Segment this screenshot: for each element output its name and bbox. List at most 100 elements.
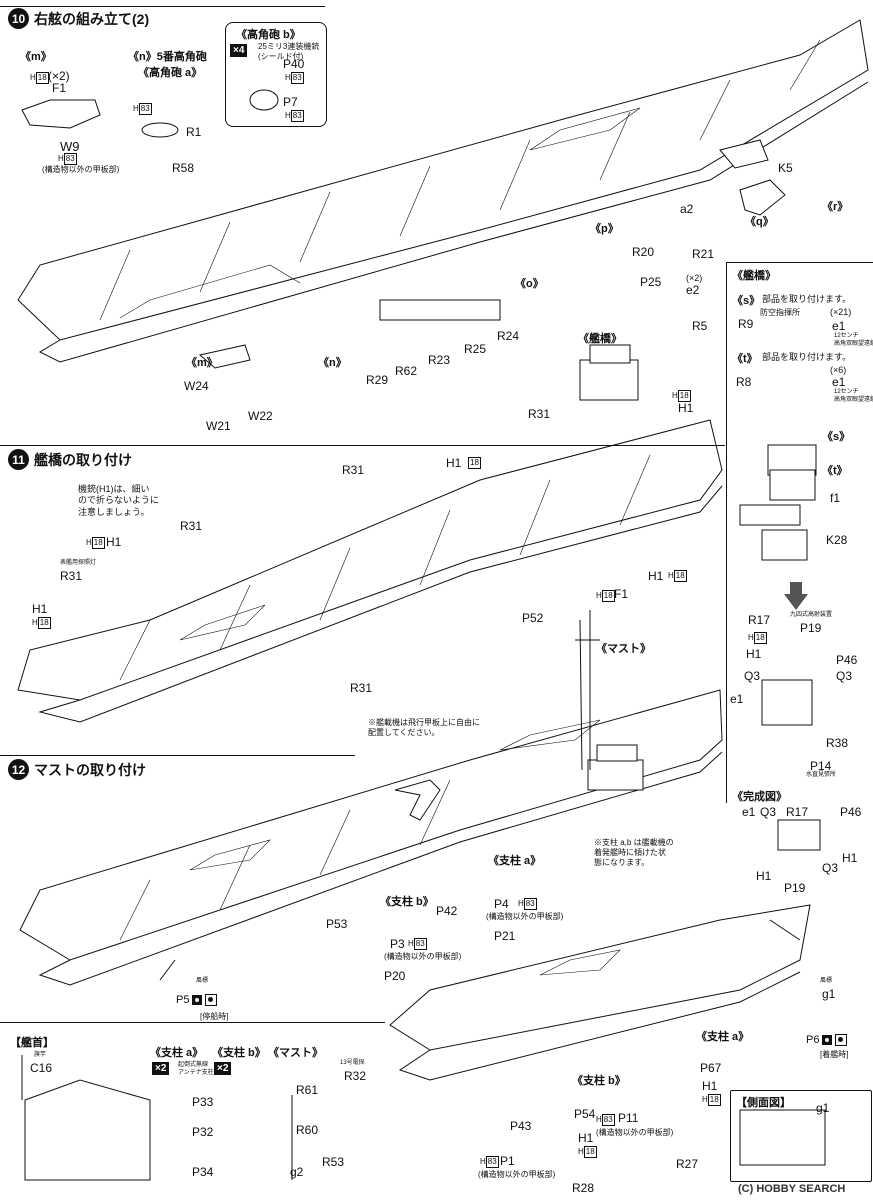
part-R8: R8	[736, 375, 752, 389]
r-tag: 《r》	[822, 201, 849, 213]
step-number: 12	[8, 759, 29, 780]
part-R1: R1	[186, 125, 202, 139]
part-R5: R5	[692, 319, 708, 333]
part-P3: P3	[390, 937, 405, 951]
part-F1-qty: (×2)	[48, 69, 70, 83]
part-R9: R9	[738, 317, 754, 331]
watermark-text: HOBBY SEARCH	[756, 1183, 846, 1195]
complete-Q3: Q3	[760, 805, 777, 819]
part-R31a: R31	[528, 407, 551, 421]
part-H1b-s12: H1	[578, 1131, 594, 1145]
part-P42: P42	[436, 904, 458, 918]
part-F1-s11: F1	[614, 587, 629, 601]
part-H1a: H1	[678, 401, 694, 415]
part-P67: P67	[700, 1061, 722, 1075]
deck-note: (構造物以外の甲板部)	[486, 912, 564, 921]
part-P20: P20	[384, 969, 406, 983]
step12-lower-flight-deck	[389, 904, 811, 1051]
deck-note-2: (構造物以外の甲板部)	[384, 952, 462, 961]
t-tag: 《t》	[732, 353, 758, 365]
pa-title: 《支柱 a》	[150, 1047, 204, 1059]
flag-b-note: [着艦時]	[820, 1050, 849, 1059]
side-title: 【側面図】	[736, 1097, 791, 1109]
part-R17: R17	[748, 613, 771, 627]
mast-title: 《マスト》	[268, 1047, 323, 1059]
part-R58: R58	[172, 161, 195, 175]
flag-note-2: 風標	[820, 978, 833, 984]
part-W24: W24	[184, 379, 209, 393]
flag-white-icon	[205, 994, 218, 1006]
part-P25: P25	[640, 275, 662, 289]
part-Q3a: Q3	[744, 669, 761, 683]
pillar-a2-tag: 《支柱 a》	[696, 1031, 750, 1043]
part-K5: K5	[778, 161, 793, 175]
part-K28: K28	[826, 533, 848, 547]
t2-tag: 《t》	[822, 465, 848, 477]
section-title: 右舷の組み立て(2)	[34, 10, 150, 27]
part-P53: P53	[326, 917, 348, 931]
part-P19: P19	[800, 621, 822, 635]
part-P33: P33	[192, 1095, 214, 1109]
part-f1: f1	[830, 491, 841, 505]
complete-Q3b: Q3	[822, 861, 839, 875]
side-view-box	[730, 1090, 872, 1182]
s-note: 防空指揮所	[760, 308, 800, 317]
part-R21: R21	[692, 247, 715, 261]
e1b-note: 12センチ 高角双眼望遠鏡	[834, 389, 873, 403]
part-g1: g1	[822, 987, 836, 1001]
section-title: 艦橋の取り付け	[34, 451, 132, 468]
bow-note: 旗竿	[34, 1052, 47, 1058]
part-P4: P4	[494, 897, 509, 911]
bridge-panel	[726, 262, 873, 803]
part-P11: P11	[618, 1111, 639, 1125]
part-R31f: R31	[350, 681, 373, 695]
w9-note: (構造物以外の甲板部)	[42, 165, 120, 174]
part-P34: P34	[192, 1165, 214, 1179]
pillar-a-tag: 《支柱 a》	[488, 855, 542, 867]
aircraft	[394, 779, 441, 821]
n2-tag: 《n》	[318, 357, 347, 369]
part-g2: g2	[290, 1165, 304, 1179]
part-P32: P32	[192, 1125, 214, 1139]
deck-note-4: (構造物以外の甲板部)	[478, 1170, 556, 1179]
flag-black-icon	[192, 995, 203, 1005]
part-e2-qty: (×2)	[686, 273, 703, 283]
part-e2: e2	[686, 283, 700, 297]
part-R31c: R31	[180, 519, 203, 533]
bow-title: 【艦首】	[10, 1037, 54, 1049]
part-R53: R53	[322, 1155, 345, 1169]
section-10-header: 10 右舷の組み立て(2)	[8, 8, 149, 29]
part-H1b: H1	[446, 456, 462, 470]
h18-tag: 18	[468, 457, 481, 469]
pa-qty-badge: ×2	[152, 1062, 170, 1075]
complete-H1: H1	[842, 851, 858, 865]
divider	[0, 6, 325, 7]
watermark: (C) HOBBY SEARCH	[738, 1184, 845, 1195]
kouukakuhou-b-box	[225, 22, 327, 127]
s-text: 部品を取り付けます。	[762, 294, 852, 304]
complete-R17: R17	[786, 805, 809, 819]
deck-note-3: (構造物以外の甲板部)	[596, 1128, 674, 1137]
gun-note: 機銃(H1)は、細い ので折らないように 注意しましょう。	[78, 484, 159, 517]
part-C16: C16	[30, 1061, 53, 1075]
part-e1c: e1	[730, 692, 744, 706]
s2-tag: 《s》	[822, 431, 851, 443]
part-Q3b: Q3	[836, 669, 853, 683]
part-W9: W9	[60, 139, 80, 154]
n-sub-title: 《n》5番高角砲	[128, 51, 207, 63]
section-11-header: 11 艦橋の取り付け	[8, 449, 132, 470]
part-P21: P21	[494, 929, 516, 943]
part-P6: P6	[806, 1034, 820, 1046]
P14-note: 水直見張所	[806, 772, 837, 778]
